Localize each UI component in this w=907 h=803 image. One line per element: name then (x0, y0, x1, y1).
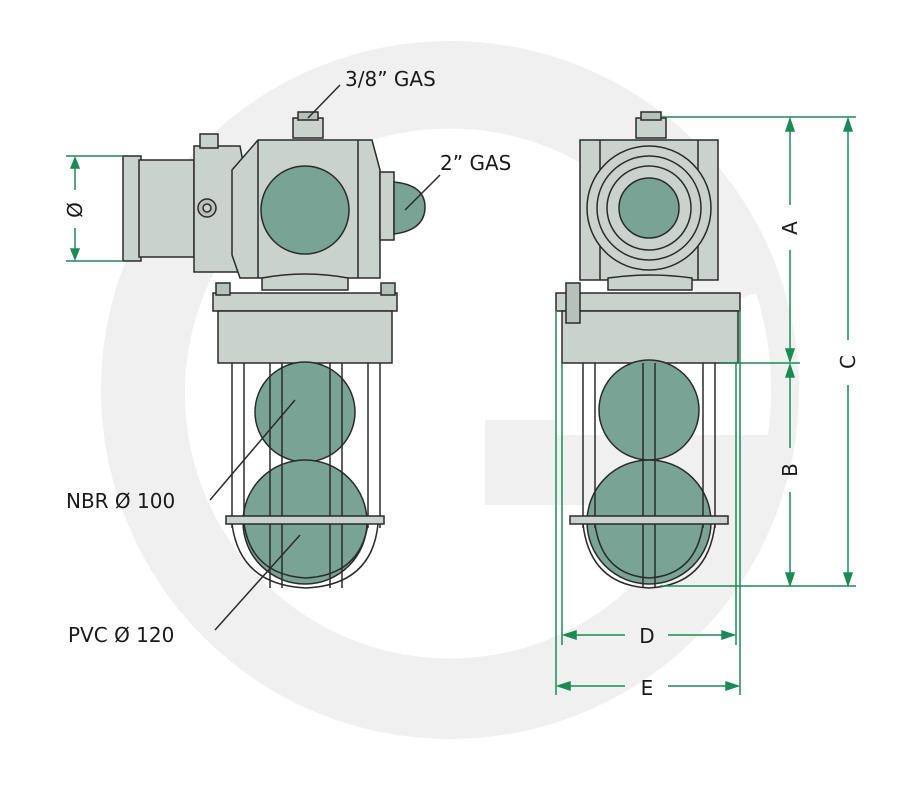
side-view (66, 84, 441, 631)
dimension-label-e: E (641, 676, 654, 700)
flange-side (212, 292, 398, 312)
side-outlet-cap (393, 181, 426, 235)
sight-glass-side (260, 165, 350, 255)
diameter-dimension (66, 155, 123, 262)
dimension-label-a: A (778, 221, 802, 235)
dimension-label-b: B (778, 463, 802, 477)
cage-front (569, 363, 729, 589)
dimension-label-d: D (639, 624, 654, 648)
label-nbr-ball: NBR Ø 100 (66, 489, 175, 513)
leader-pvc-ball (214, 534, 301, 631)
dimension-label-diameter: Ø (63, 202, 87, 218)
cage-side (225, 363, 385, 589)
leader-top-thread (307, 84, 341, 119)
label-side-thread: 2” GAS (440, 151, 511, 175)
flange-front (555, 292, 741, 312)
dimension-label-c: C (836, 355, 860, 369)
nbr-ball-front (598, 359, 700, 461)
front-dimensions (555, 116, 856, 695)
leader-side-thread (404, 174, 441, 211)
front-view (555, 111, 741, 589)
top-valve (292, 117, 324, 139)
leader-nbr-ball (209, 399, 296, 501)
label-top-thread: 3/8” GAS (345, 67, 436, 91)
watermark-logo (101, 41, 799, 739)
label-pvc-ball: PVC Ø 120 (68, 623, 174, 647)
